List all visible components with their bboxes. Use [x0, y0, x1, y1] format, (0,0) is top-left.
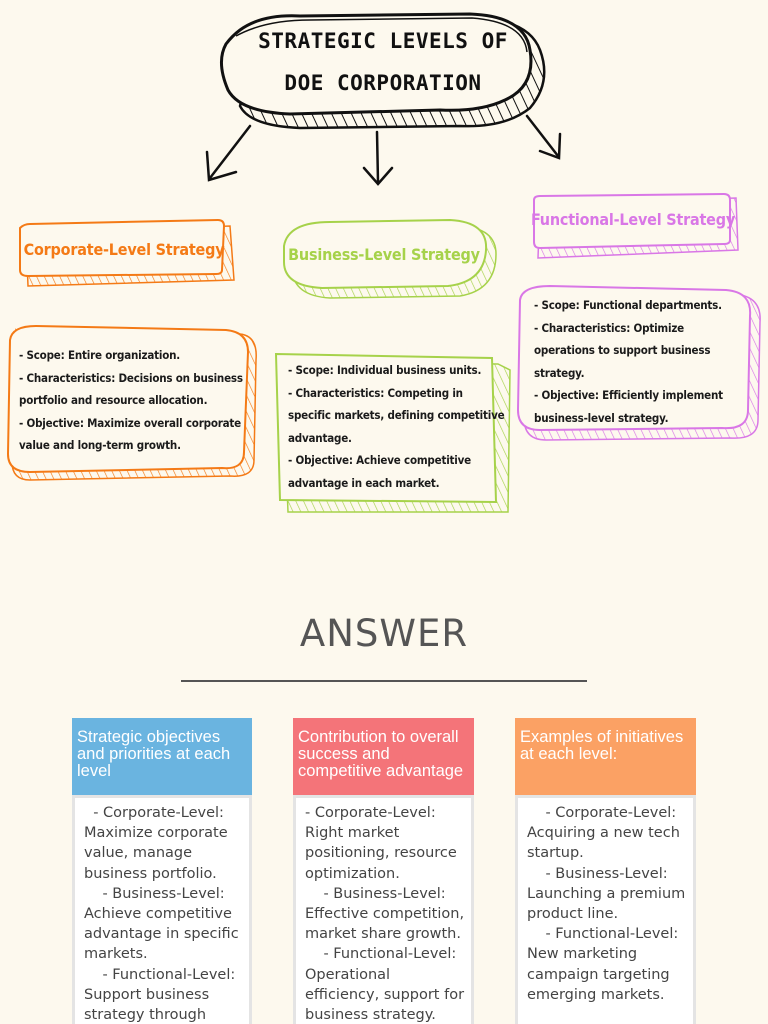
corporate-detail-line: value and long-term growth. — [19, 438, 181, 452]
answer-column-1: Strategic objectives and priorities at e… — [72, 718, 252, 1024]
business-level-title: Business-Level Strategy — [288, 244, 480, 264]
diagram-title: STRATEGIC LEVELS OF DOE CORPORATION — [230, 20, 536, 104]
title-line-2: DOE CORPORATION — [284, 71, 482, 95]
functional-detail-line: operations to support business — [534, 343, 711, 357]
answer-column-3: Examples of initiatives at each level: -… — [515, 718, 696, 1024]
answer-column-header: Examples of initiatives at each level: — [515, 718, 696, 795]
answer-column-header: Strategic objectives and priorities at e… — [72, 718, 252, 795]
business-detail-box — [274, 352, 511, 513]
business-title-box — [283, 218, 497, 299]
corporate-details: - Scope: Entire organization. - Characte… — [19, 344, 243, 457]
functional-title-box — [533, 192, 739, 259]
business-detail-line: specific markets, defining competitive — [288, 408, 505, 422]
business-detail-line: - Characteristics: Competing in — [288, 385, 463, 400]
corporate-detail-line: - Scope: Entire organization. — [19, 348, 181, 362]
business-detail-line: advantage. — [288, 430, 352, 445]
functional-detail-line: strategy. — [534, 365, 585, 380]
corporate-detail-line: portfolio and resource allocation. — [19, 393, 208, 407]
answer-column-body: - Corporate-Level: Maximize corporate va… — [72, 795, 252, 1024]
corporate-detail-line: - Characteristics: Decisions on business — [19, 370, 243, 385]
functional-detail-line: business-level strategy. — [534, 410, 669, 425]
functional-level-title: Functional-Level Strategy — [530, 209, 736, 229]
business-details: - Scope: Individual business units. - Ch… — [288, 359, 505, 494]
arrow-to-functional — [525, 114, 562, 160]
corporate-detail-line: - Objective: Maximize overall corporate — [19, 415, 241, 430]
answer-column-body: - Corporate-Level: Acquiring a new tech … — [515, 795, 696, 1024]
title-bubble — [220, 12, 546, 130]
business-detail-line: - Scope: Individual business units. — [288, 363, 482, 377]
corporate-detail-box — [6, 324, 257, 481]
answer-column-header: Contribution to overall success and comp… — [293, 718, 474, 795]
corporate-level-title: Corporate-Level Strategy — [23, 239, 225, 259]
functional-detail-box — [516, 284, 761, 441]
business-detail-line: - Objective: Achieve competitive — [288, 453, 472, 467]
business-detail-line: advantage in each market. — [288, 475, 440, 490]
answer-heading: ANSWER — [299, 612, 469, 655]
answer-column-2: Contribution to overall success and comp… — [293, 718, 474, 1024]
diagram-sketch-layer — [6, 12, 761, 513]
arrow-to-business — [362, 130, 394, 186]
functional-detail-line: - Objective: Efficiently implement — [534, 388, 723, 402]
title-line-1: STRATEGIC LEVELS OF — [258, 29, 508, 53]
functional-detail-line: - Scope: Functional departments. — [534, 298, 722, 312]
answer-column-body: - Corporate-Level: Right market position… — [293, 795, 474, 1024]
arrow-to-corporate — [205, 124, 252, 182]
answer-divider — [181, 680, 587, 682]
functional-details: - Scope: Functional departments. - Chara… — [534, 294, 723, 429]
functional-detail-line: - Characteristics: Optimize — [534, 320, 684, 335]
corporate-title-box — [19, 218, 235, 287]
